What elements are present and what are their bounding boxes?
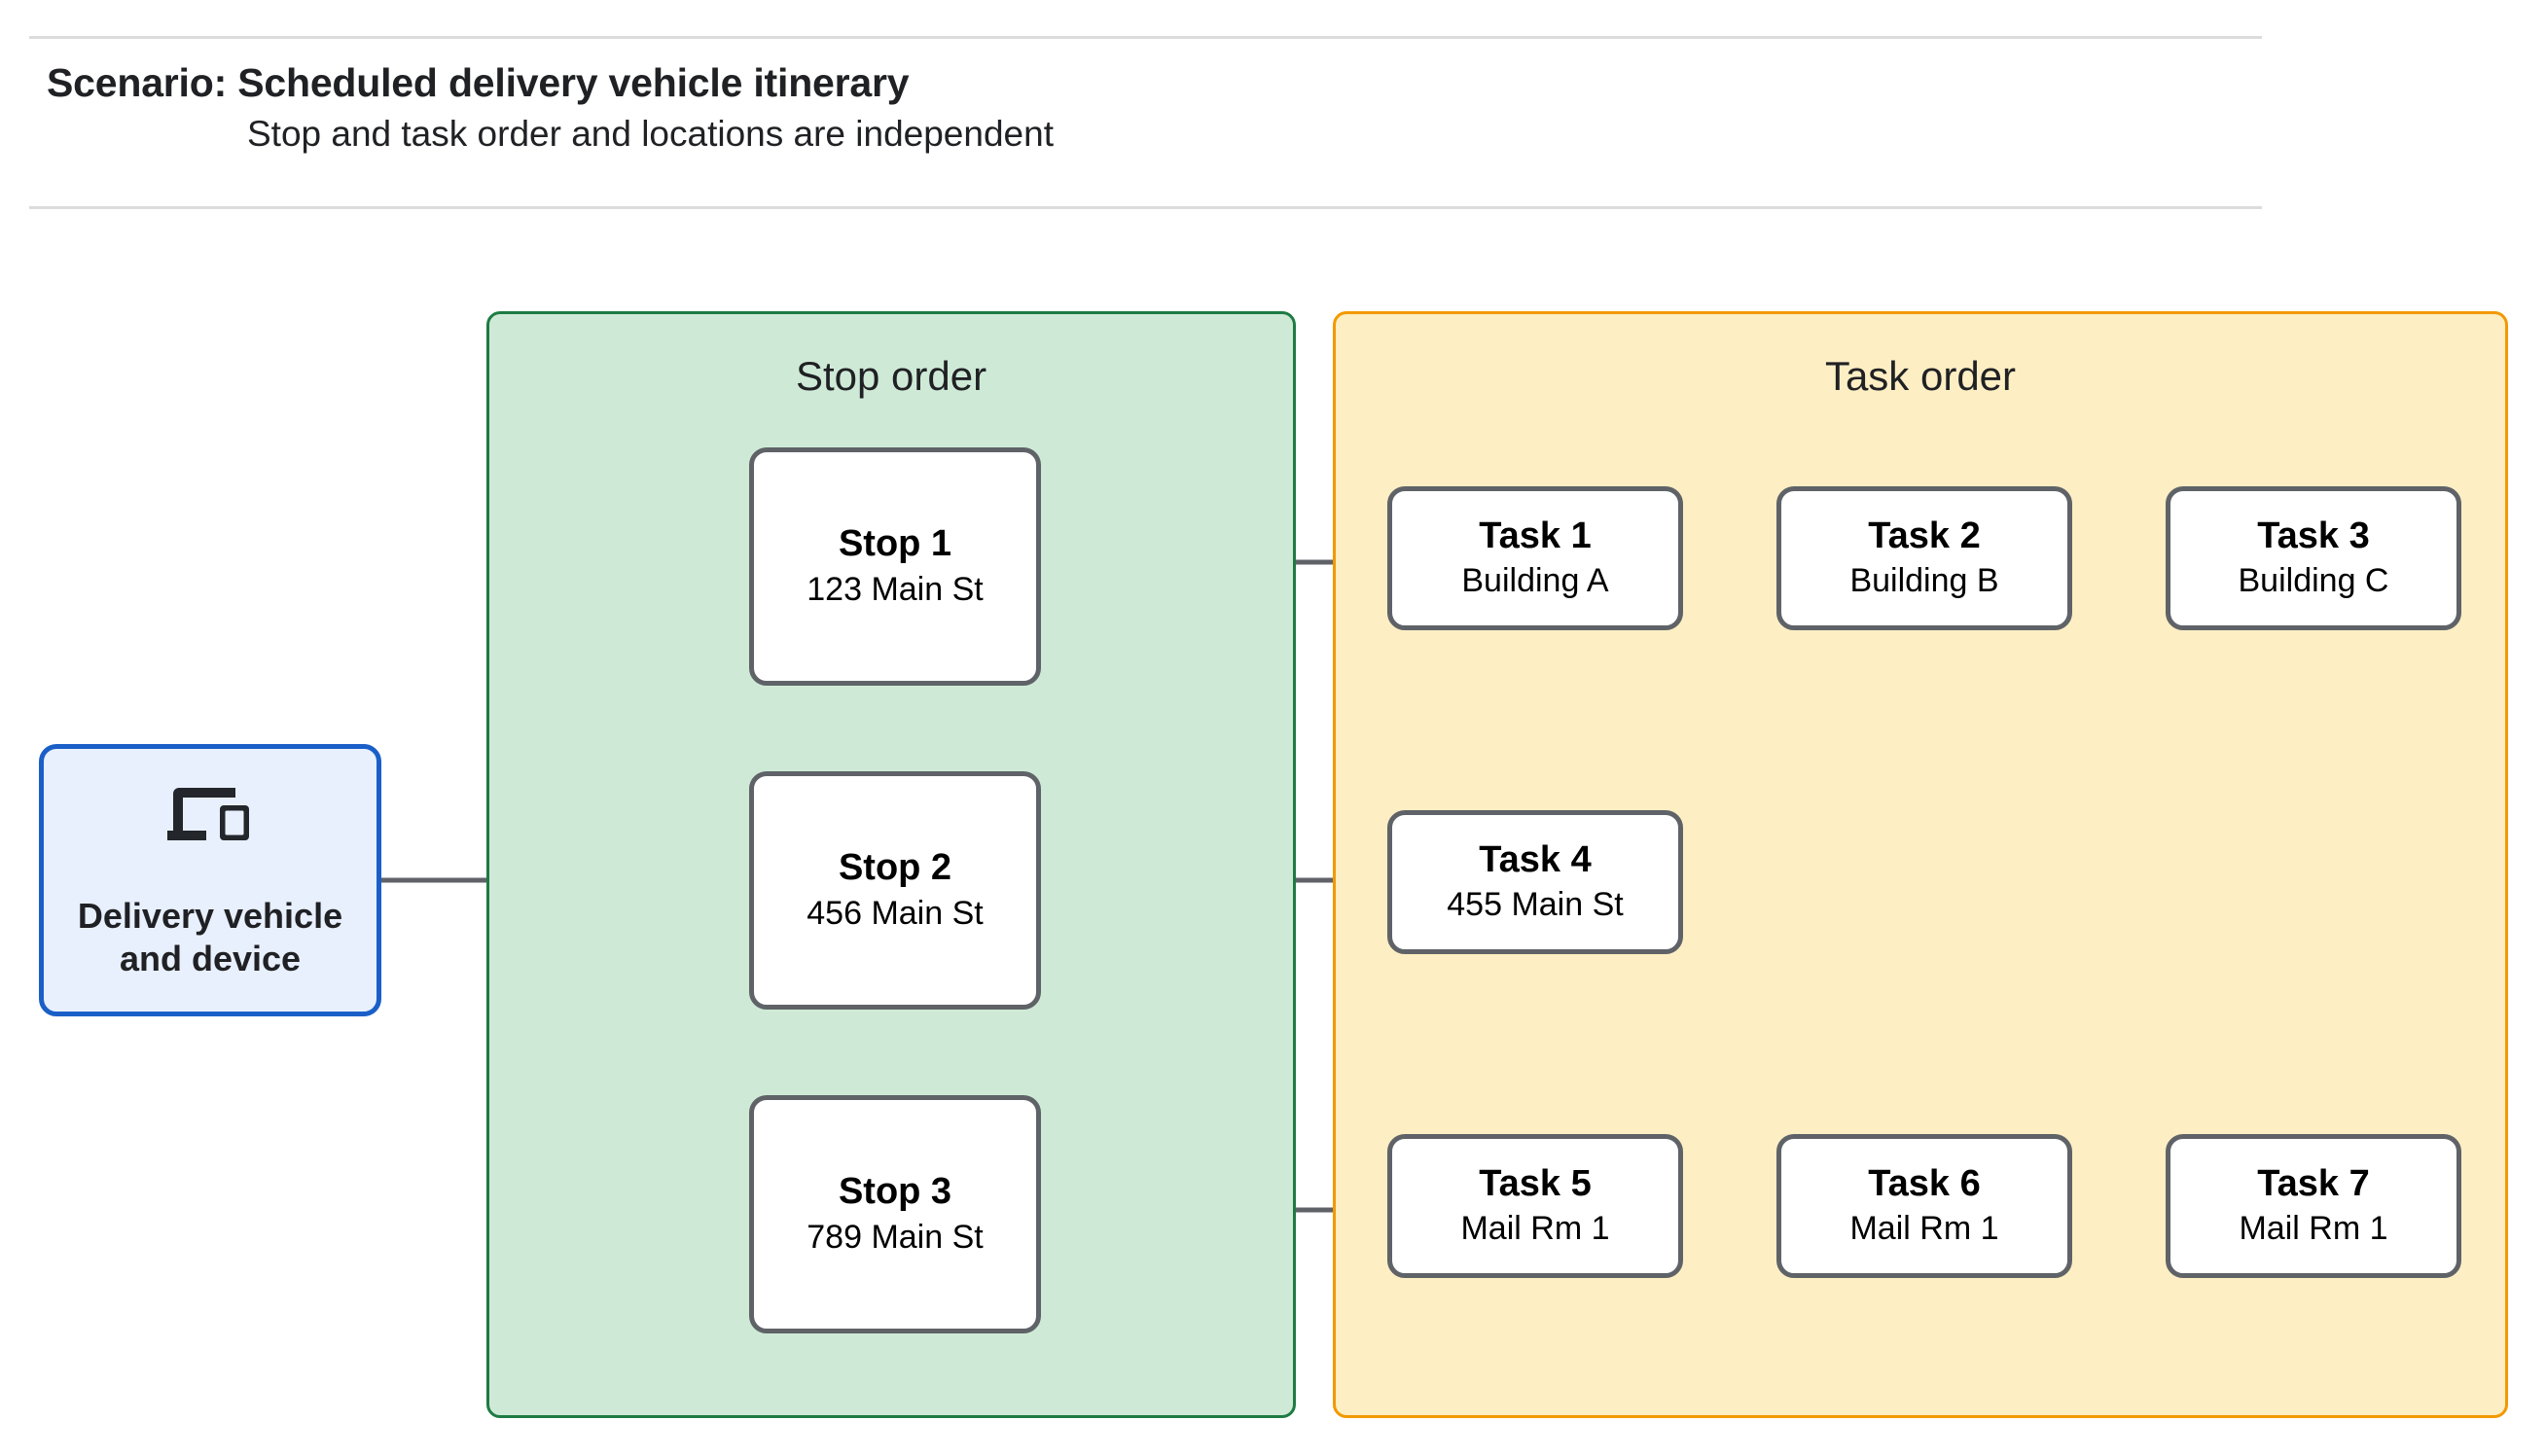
task-location: Mail Rm 1 (1460, 1210, 1610, 1248)
task-node[interactable]: Task 3 Building C (2166, 486, 2461, 630)
task-node[interactable]: Task 7 Mail Rm 1 (2166, 1134, 2461, 1278)
delivery-vehicle-node[interactable]: Delivery vehicle and device (39, 744, 381, 1016)
task-location: Mail Rm 1 (2239, 1210, 2388, 1248)
task-title: Task 2 (1868, 515, 1981, 556)
task-location: 455 Main St (1447, 886, 1624, 924)
task-node[interactable]: Task 2 Building B (1776, 486, 2072, 630)
task-title: Task 6 (1868, 1162, 1981, 1204)
task-title: Task 5 (1479, 1162, 1592, 1204)
stop-location: 789 Main St (807, 1218, 984, 1256)
stop-title: Stop 1 (838, 523, 952, 565)
task-title: Task 4 (1479, 838, 1592, 880)
task-location: Building C (2238, 562, 2389, 600)
stop-order-title: Stop order (795, 353, 987, 399)
task-node[interactable]: Task 5 Mail Rm 1 (1387, 1134, 1683, 1278)
stop-title: Stop 3 (838, 1171, 952, 1213)
page-subtitle: Stop and task order and locations are in… (247, 114, 1054, 154)
stop-node[interactable]: Stop 3 789 Main St (749, 1095, 1041, 1333)
task-location: Mail Rm 1 (1849, 1210, 1999, 1248)
task-order-title: Task order (1824, 353, 2017, 399)
task-title: Task 1 (1479, 515, 1592, 556)
devices-icon (167, 788, 249, 841)
task-location: Building A (1461, 562, 1609, 600)
stop-location: 456 Main St (807, 894, 984, 932)
header-divider-top (29, 36, 2262, 39)
page-title: Scenario: Scheduled delivery vehicle iti… (47, 60, 910, 105)
task-location: Building B (1849, 562, 1999, 600)
delivery-vehicle-label: Delivery vehicle and device (77, 896, 343, 978)
stop-location: 123 Main St (807, 570, 984, 608)
stop-node[interactable]: Stop 1 123 Main St (749, 447, 1041, 686)
stop-title: Stop 2 (838, 847, 952, 889)
header-divider-bottom (29, 206, 2262, 209)
task-node[interactable]: Task 1 Building A (1387, 486, 1683, 630)
task-node[interactable]: Task 4 455 Main St (1387, 810, 1683, 954)
task-node[interactable]: Task 6 Mail Rm 1 (1776, 1134, 2072, 1278)
task-title: Task 7 (2257, 1162, 2370, 1204)
stop-node[interactable]: Stop 2 456 Main St (749, 771, 1041, 1010)
task-title: Task 3 (2257, 515, 2370, 556)
